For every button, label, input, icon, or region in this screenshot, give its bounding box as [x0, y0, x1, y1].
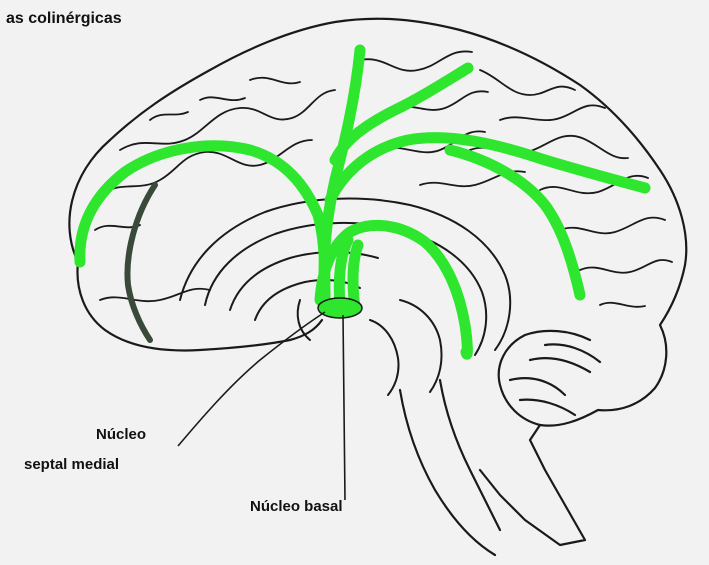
basal-nucleus-blob	[318, 298, 362, 318]
leader-lines	[178, 312, 345, 500]
label-nucleo-basal: Núcleo basal	[250, 498, 343, 516]
septal-pathway-dark	[127, 185, 155, 340]
label-nucleo-septal-line2: septal medial	[24, 456, 119, 474]
diagram-title: as colinérgicas	[6, 10, 122, 28]
brain-outline	[69, 19, 686, 555]
label-nucleo-septal-line1: Núcleo	[96, 426, 146, 444]
